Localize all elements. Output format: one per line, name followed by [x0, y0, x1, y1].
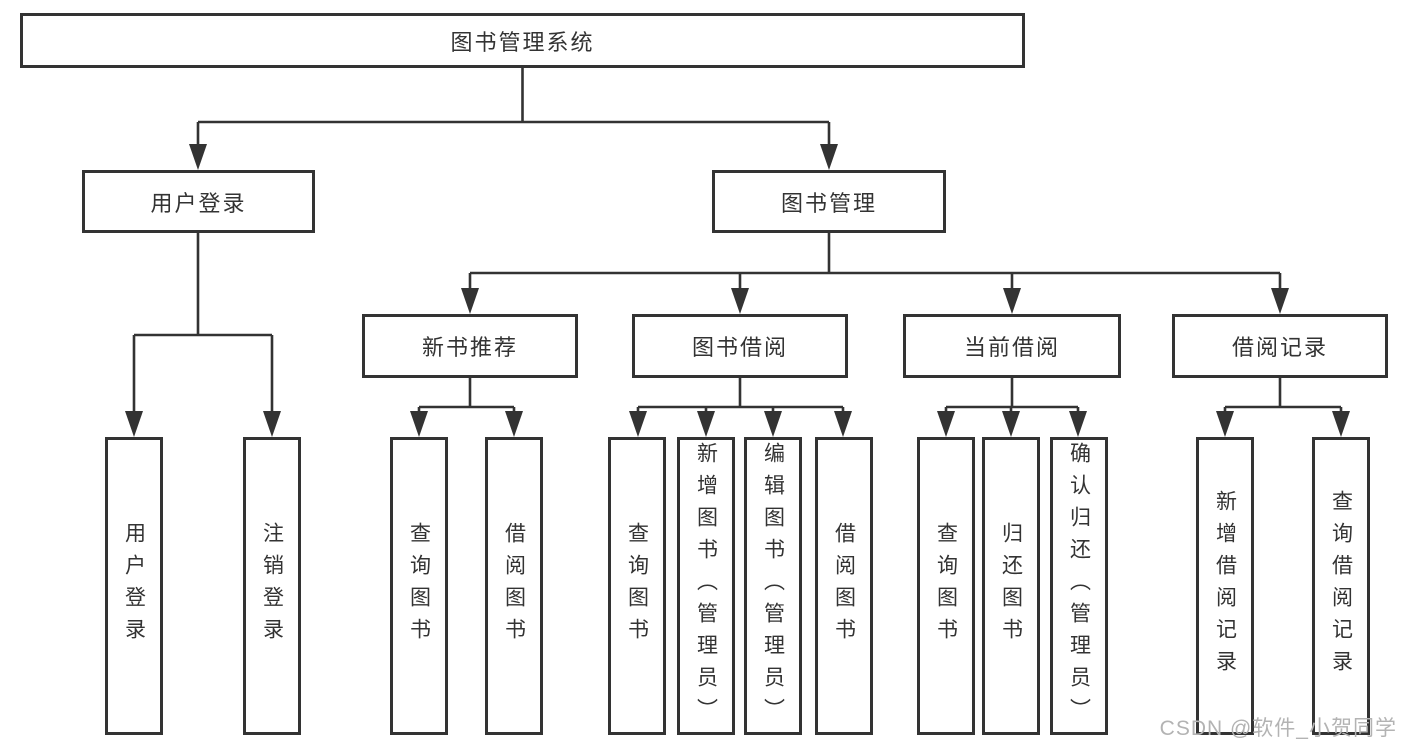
node-borrow-books: 借阅图书	[815, 437, 873, 735]
node-library-management-system: 图书管理系统	[20, 13, 1025, 68]
node-book-management: 图书管理	[712, 170, 946, 233]
node-query-books: 查询图书	[390, 437, 448, 735]
node-borrow-records: 借阅记录	[1172, 314, 1388, 378]
node-user-login: 用户登录	[82, 170, 315, 233]
node-query-books: 查询图书	[917, 437, 975, 735]
node-add-borrow-record: 新增借阅记录	[1196, 437, 1254, 735]
node-confirm-return-admin: 确认归还（管理员）	[1050, 437, 1108, 735]
node-borrow-books: 借阅图书	[485, 437, 543, 735]
node-user-login-action: 用户登录	[105, 437, 163, 735]
node-new-book-recommend: 新书推荐	[362, 314, 578, 378]
node-add-book-admin: 新增图书（管理员）	[677, 437, 735, 735]
node-book-borrow: 图书借阅	[632, 314, 848, 378]
csdn-watermark: CSDN @软件_小贺同学	[1159, 717, 1397, 740]
node-current-borrow: 当前借阅	[903, 314, 1121, 378]
node-logout-action: 注销登录	[243, 437, 301, 735]
node-query-books: 查询图书	[608, 437, 666, 735]
node-query-borrow-record: 查询借阅记录	[1312, 437, 1370, 735]
node-edit-book-admin: 编辑图书（管理员）	[744, 437, 802, 735]
node-return-books: 归还图书	[982, 437, 1040, 735]
